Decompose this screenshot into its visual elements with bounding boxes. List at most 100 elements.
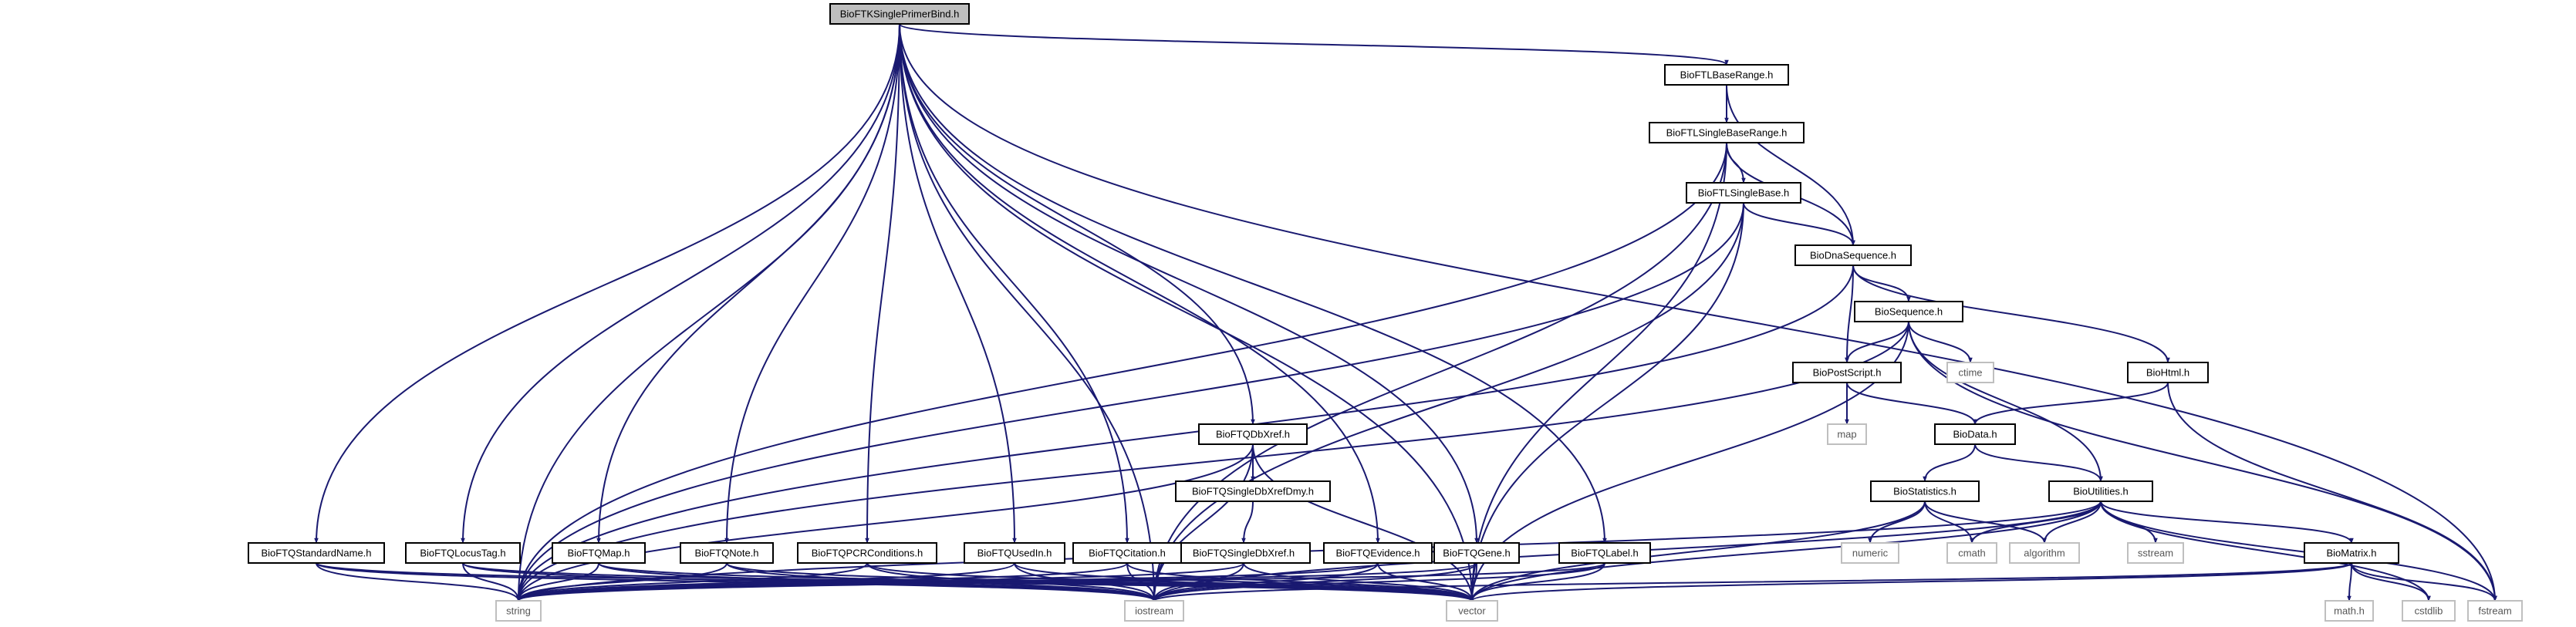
node-html-box (2127, 362, 2209, 383)
node-qsingledbxref-label: BioFTQSingleDbXref.h (1193, 548, 1295, 559)
node-dnaseq-label: BioDnaSequence.h (1810, 250, 1896, 261)
node-string-box (495, 600, 542, 622)
node-qnote[interactable]: BioFTQNote.h (680, 542, 774, 564)
node-qevidence-label: BioFTQEvidence.h (1335, 548, 1420, 559)
edge-matrix-to-iostream (1152, 562, 2352, 602)
node-qgene[interactable]: BioFTQGene.h (1433, 542, 1520, 564)
edge-statistics-to-vector (1470, 501, 1926, 602)
edge-qlabel-to-vector (1470, 562, 1605, 602)
edge-postscript-to-data (1846, 382, 1977, 425)
node-utilities-box (2048, 480, 2153, 502)
node-qsingledbxrefdmy-label: BioFTQSingleDbXrefDmy.h (1192, 486, 1314, 497)
node-root[interactable]: BioFTKSinglePrimerBind.h (829, 3, 970, 25)
node-utilities[interactable]: BioUtilities.h (2048, 480, 2153, 502)
node-ctime: ctime (1946, 362, 1994, 383)
edge-qevidence-to-vector (1377, 562, 1474, 602)
edge-matrix-to-cstdlib (2351, 562, 2431, 602)
edge-utilities-to-algorithm (2042, 501, 2102, 544)
node-qpcrconditions-box (797, 542, 937, 564)
node-qpcrconditions[interactable]: BioFTQPCRConditions.h (797, 542, 937, 564)
node-lsinglebaserange-label: BioFTLSingleBaseRange.h (1666, 127, 1788, 139)
node-string-label: string (506, 605, 531, 617)
node-qevidence[interactable]: BioFTQEvidence.h (1323, 542, 1433, 564)
edge-utilities-to-cstdlib (2100, 501, 2431, 602)
edge-utilities-to-vector (1470, 501, 2102, 602)
node-postscript-box (1792, 362, 1902, 383)
node-html-label: BioHtml.h (2146, 367, 2189, 379)
node-qcitation[interactable]: BioFTQCitation.h (1072, 542, 1182, 564)
edge-data-to-utilities (1974, 443, 2103, 482)
edge-root-to-string (516, 23, 900, 602)
node-lsinglebaserange-box (1649, 122, 1805, 143)
edge-lsinglebaserange-to-string (516, 142, 1727, 602)
node-qlabel[interactable]: BioFTQLabel.h (1558, 542, 1651, 564)
edge-dnaseq-to-sequence (1852, 265, 1911, 302)
node-qdbxref[interactable]: BioFTQDbXref.h (1198, 423, 1308, 445)
edge-sequence-to-utilities (1908, 321, 2103, 482)
edge-qsingledbxrefdmy-to-qsingledbxref (1241, 501, 1254, 544)
node-qdbxref-label: BioFTQDbXref.h (1216, 429, 1290, 440)
node-cstdlib-box (2402, 600, 2456, 622)
node-qdbxref-box (1198, 423, 1308, 445)
node-qlabel-box (1558, 542, 1651, 564)
edge-root-to-qnote (724, 23, 900, 544)
node-algorithm: algorithm (2009, 542, 2080, 564)
node-qlocustag[interactable]: BioFTQLocusTag.h (405, 542, 521, 564)
node-qmap[interactable]: BioFTQMap.h (552, 542, 646, 564)
edge-root-to-qevidence (899, 23, 1380, 544)
node-matrix[interactable]: BioMatrix.h (2304, 542, 2399, 564)
edge-root-to-qlabel (899, 23, 1607, 544)
dependency-nodes: BioFTKSinglePrimerBind.hBioFTLBaseRange.… (248, 3, 2523, 622)
edge-root-to-qpcrconditions (865, 23, 900, 544)
edge-qpcrconditions-to-string (516, 562, 868, 602)
edge-qusedin-to-vector (1014, 562, 1474, 602)
node-postscript[interactable]: BioPostScript.h (1792, 362, 1902, 383)
node-map-box (1827, 423, 1867, 445)
node-iostream: iostream (1124, 600, 1184, 622)
node-data[interactable]: BioData.h (1934, 423, 2016, 445)
node-sequence[interactable]: BioSequence.h (1854, 301, 1963, 322)
node-lbaserange[interactable]: BioFTLBaseRange.h (1664, 64, 1789, 86)
node-lsinglebaserange[interactable]: BioFTLSingleBaseRange.h (1649, 122, 1805, 143)
node-ctime-label: ctime (1958, 367, 1982, 379)
node-qsingledbxref[interactable]: BioFTQSingleDbXref.h (1177, 542, 1311, 564)
node-cmath-box (1946, 542, 1997, 564)
node-fstream-label: fstream (2478, 605, 2511, 617)
node-qsingledbxrefdmy[interactable]: BioFTQSingleDbXrefDmy.h (1175, 480, 1331, 502)
node-lbaserange-box (1664, 64, 1789, 86)
node-lsinglebase[interactable]: BioFTLSingleBase.h (1686, 182, 1801, 204)
node-sstream-box (2127, 542, 2184, 564)
node-qlocustag-box (405, 542, 521, 564)
edge-root-to-qgene (899, 23, 1479, 544)
edge-qlocustag-to-string (462, 562, 521, 602)
node-vector: vector (1446, 600, 1498, 622)
node-matrix-box (2304, 542, 2399, 564)
node-algorithm-box (2009, 542, 2080, 564)
edge-sequence-to-postscript (1845, 321, 1909, 363)
edge-statistics-to-cmath (1924, 501, 1974, 544)
edge-qlabel-to-string (516, 562, 1605, 602)
node-algorithm-label: algorithm (2024, 548, 2065, 559)
dependency-edges (314, 23, 2497, 602)
node-qgene-label: BioFTQGene.h (1443, 548, 1510, 559)
edge-html-to-data (1973, 382, 2169, 425)
node-matrix-label: BioMatrix.h (2326, 548, 2376, 559)
node-statistics[interactable]: BioStatistics.h (1870, 480, 1980, 502)
edge-root-to-qdbxref (899, 23, 1255, 425)
edge-qpcrconditions-to-vector (866, 562, 1474, 602)
edge-root-to-iostream (899, 23, 1156, 602)
node-qcitation-box (1072, 542, 1182, 564)
node-qnote-label: BioFTQNote.h (694, 548, 758, 559)
edge-qgene-to-iostream (1152, 562, 1477, 602)
node-dnaseq[interactable]: BioDnaSequence.h (1794, 244, 1912, 266)
node-qusedin-label: BioFTQUsedIn.h (977, 548, 1052, 559)
edge-qdbxref-to-vector (1252, 443, 1474, 602)
node-html[interactable]: BioHtml.h (2127, 362, 2209, 383)
edge-root-to-qusedin (899, 23, 1017, 544)
node-qstandardname[interactable]: BioFTQStandardName.h (248, 542, 385, 564)
node-lsinglebase-box (1686, 182, 1801, 204)
edge-root-to-qmap (596, 23, 900, 544)
edge-lsinglebase-to-vector (1470, 202, 1744, 602)
node-qusedin[interactable]: BioFTQUsedIn.h (964, 542, 1065, 564)
